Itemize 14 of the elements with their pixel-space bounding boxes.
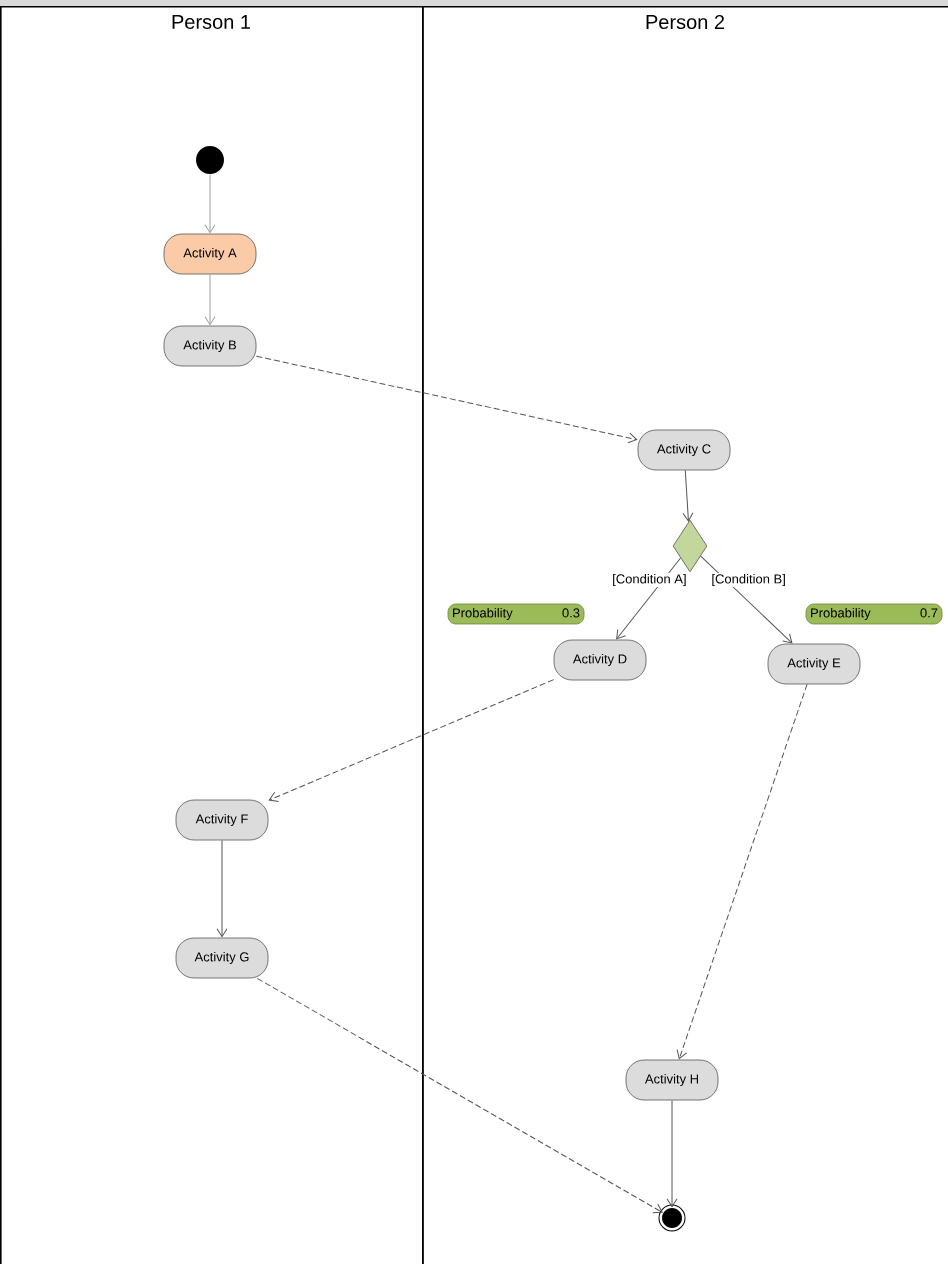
arrow bbox=[255, 355, 638, 444]
arrow bbox=[682, 469, 694, 522]
arrow bbox=[256, 977, 663, 1214]
arrow bbox=[204, 173, 216, 234]
arrow bbox=[666, 1099, 678, 1208]
end-circle bbox=[658, 1204, 686, 1232]
arrow bbox=[204, 273, 216, 326]
arrow bbox=[216, 839, 228, 938]
arrow bbox=[616, 557, 682, 640]
decision-diamond bbox=[672, 519, 708, 573]
start-circle bbox=[196, 146, 224, 174]
arrow bbox=[700, 555, 793, 644]
arrow bbox=[268, 679, 555, 803]
arrow bbox=[676, 683, 808, 1060]
